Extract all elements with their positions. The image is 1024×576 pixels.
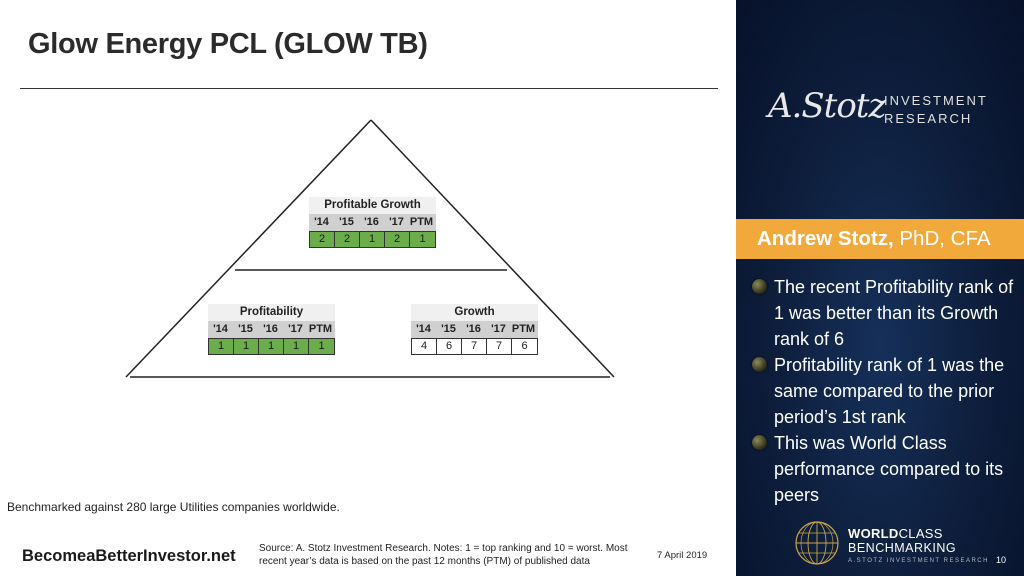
rank-cell: 6 (512, 339, 537, 354)
bullet-text: Profitability rank of 1 was the same com… (774, 355, 1005, 427)
growth-table: Growth '14 '15 '16 '17 PTM 4 6 7 7 6 (411, 304, 538, 355)
rank-cell: 7 (487, 339, 512, 354)
rank-cell: 7 (462, 339, 487, 354)
rank-cell: 4 (412, 339, 437, 354)
stotz-logo: A.Stotz INVESTMENT RESEARCH (768, 86, 1008, 136)
rank-cell: 2 (310, 232, 335, 247)
year-cell: PTM (511, 323, 536, 335)
year-cell: '14 (416, 323, 431, 335)
author-name: Andrew Stotz, (757, 227, 894, 250)
sidebar-panel: A.Stotz INVESTMENT RESEARCH Andrew Stotz… (736, 0, 1024, 576)
year-cell: '15 (238, 323, 253, 335)
logo-script: A.Stotz (768, 86, 886, 126)
rank-cell: 2 (385, 232, 410, 247)
world-class-benchmarking-logo: WORLDCLASS BENCHMARKING A.STOTZ INVESTME… (794, 520, 1014, 570)
slide-date: 7 April 2019 (657, 550, 708, 561)
rank-cell: 1 (234, 339, 259, 354)
year-cell: '16 (466, 323, 481, 335)
year-cell: '14 (213, 323, 228, 335)
rank-cell: 1 (410, 232, 435, 247)
profitable-growth-table: Profitable Growth '14 '15 '16 '17 PTM 2 … (309, 197, 436, 248)
year-cell: PTM (308, 323, 333, 335)
wcb-class: CLASS (898, 526, 943, 541)
bullet-list: The recent Profitability rank of 1 was b… (750, 274, 1020, 508)
title-divider (20, 88, 718, 89)
year-cell: PTM (409, 216, 434, 228)
growth-years: '14 '15 '16 '17 PTM (411, 321, 538, 338)
author-banner: Andrew Stotz, PhD, CFA (736, 219, 1024, 259)
page-title: Glow Energy PCL (GLOW TB) (28, 28, 428, 60)
bullet-item: This was World Class performance compare… (750, 430, 1020, 508)
growth-title: Growth (411, 304, 538, 321)
benchmark-note: Benchmarked against 280 large Utilities … (7, 500, 340, 514)
year-cell: '17 (288, 323, 303, 335)
profitability-years: '14 '15 '16 '17 PTM (208, 321, 335, 338)
profitability-values: 1 1 1 1 1 (208, 338, 335, 355)
profitable-growth-values: 2 2 1 2 1 (309, 231, 436, 248)
wcb-line3: A.STOTZ INVESTMENT RESEARCH (848, 558, 989, 564)
bullet-text: This was World Class performance compare… (774, 433, 1004, 505)
year-cell: '14 (314, 216, 329, 228)
year-cell: '16 (364, 216, 379, 228)
bullet-item: The recent Profitability rank of 1 was b… (750, 274, 1020, 352)
author-text: Andrew Stotz, PhD, CFA (757, 227, 991, 251)
growth-values: 4 6 7 7 6 (411, 338, 538, 355)
rank-cell: 6 (437, 339, 462, 354)
globe-icon (795, 521, 839, 565)
year-cell: '15 (441, 323, 456, 335)
rank-cell: 2 (335, 232, 360, 247)
website-link[interactable]: BecomeaBetterInvestor.net (22, 547, 236, 565)
year-cell: '17 (389, 216, 404, 228)
profitable-growth-years: '14 '15 '16 '17 PTM (309, 214, 436, 231)
profitability-title: Profitability (208, 304, 335, 321)
rank-cell: 1 (360, 232, 385, 247)
source-note: Source: A. Stotz Investment Research. No… (259, 543, 628, 567)
wcb-line2: BENCHMARKING (848, 541, 957, 555)
rank-cell: 1 (209, 339, 234, 354)
year-cell: '17 (491, 323, 506, 335)
page-number: 10 (996, 555, 1007, 565)
logo-line1: INVESTMENT (884, 93, 988, 108)
profitable-growth-title: Profitable Growth (309, 197, 436, 214)
bullet-globe-icon (752, 279, 767, 294)
logo-text: INVESTMENT RESEARCH (884, 92, 988, 128)
year-cell: '16 (263, 323, 278, 335)
wcb-line1: WORLDCLASS (848, 526, 943, 541)
pyramid-left-edge (125, 119, 372, 378)
rank-cell: 1 (309, 339, 334, 354)
bullet-item: Profitability rank of 1 was the same com… (750, 352, 1020, 430)
bullet-text: The recent Profitability rank of 1 was b… (774, 277, 1014, 349)
author-credentials: PhD, CFA (893, 227, 991, 250)
slide-main: Glow Energy PCL (GLOW TB) Profitable Gro… (7, 28, 718, 567)
rank-cell: 1 (259, 339, 284, 354)
bullet-globe-icon (752, 357, 767, 372)
bullet-globe-icon (752, 435, 767, 450)
rank-cell: 1 (284, 339, 309, 354)
wcb-world: WORLD (848, 526, 899, 541)
logo-line2: RESEARCH (884, 111, 973, 126)
year-cell: '15 (339, 216, 354, 228)
pyramid-right-edge (370, 119, 615, 378)
profitability-table: Profitability '14 '15 '16 '17 PTM 1 1 1 … (208, 304, 335, 355)
pyramid-diagram (125, 119, 615, 378)
